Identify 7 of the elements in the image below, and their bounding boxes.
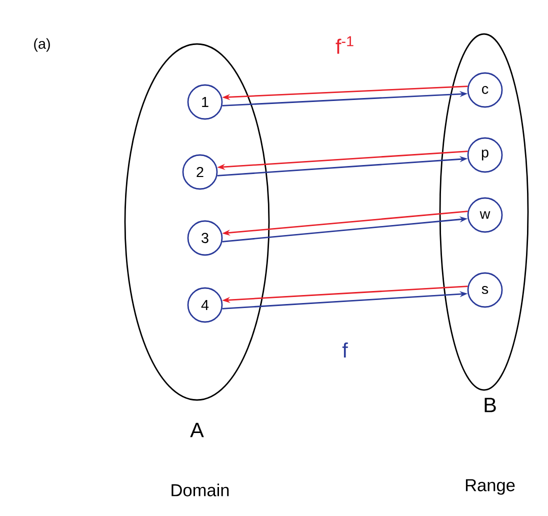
function-label: f <box>342 342 348 358</box>
function-label: f$^{-1}$ <box>336 36 354 54</box>
node-label: Range <box>466 479 515 495</box>
node-label: Domain <box>172 484 229 496</box>
node-label: B <box>484 398 496 412</box>
panel-label: (a) <box>34 38 50 52</box>
node-label: A <box>190 422 204 438</box>
